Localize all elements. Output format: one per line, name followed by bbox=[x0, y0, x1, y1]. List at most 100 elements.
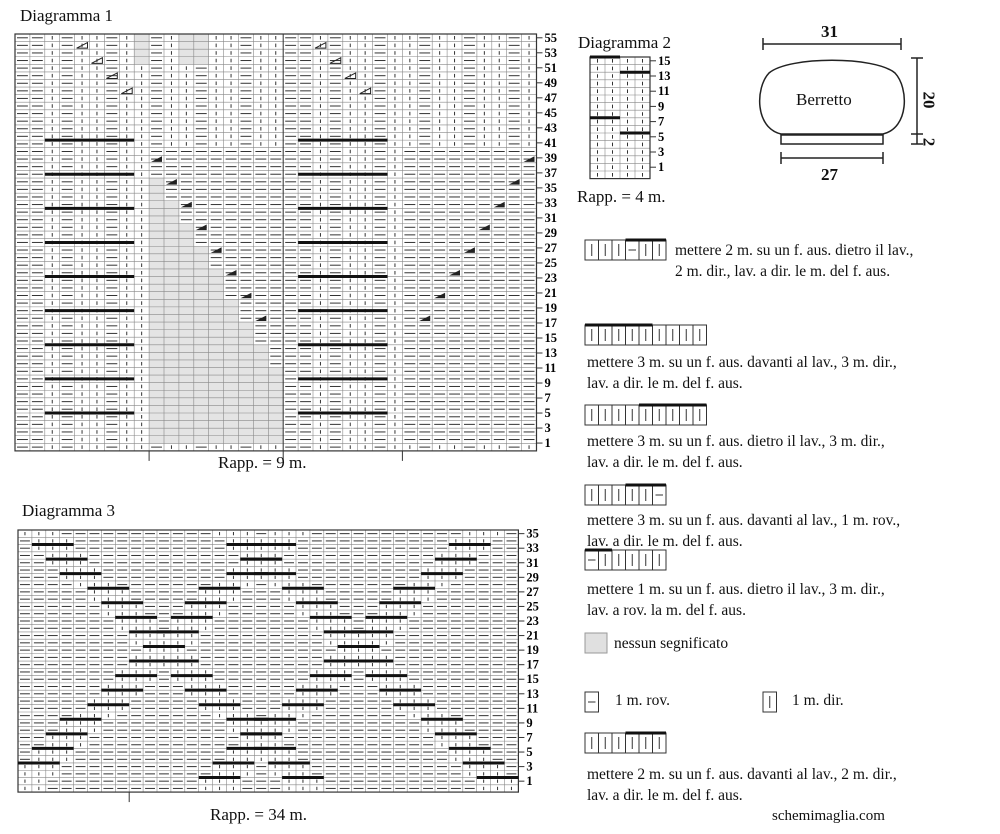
legend-item-1: mettere 2 m. su un f. aus. dietro il lav… bbox=[675, 242, 914, 280]
dim-band: 2 bbox=[919, 137, 939, 147]
empty-cell bbox=[149, 405, 164, 413]
empty-cell bbox=[149, 367, 164, 376]
empty-cell bbox=[149, 246, 164, 254]
empty-cell bbox=[178, 291, 194, 300]
empty-cell bbox=[149, 193, 164, 201]
empty-cell bbox=[164, 367, 179, 376]
decrease-stitch bbox=[359, 87, 372, 95]
row-number: 13 bbox=[545, 346, 558, 360]
beret-shape bbox=[758, 59, 906, 135]
empty-cell bbox=[193, 246, 209, 254]
empty-cell bbox=[149, 215, 164, 224]
empty-cell bbox=[149, 375, 164, 383]
empty-cell bbox=[238, 352, 254, 360]
empty-cell bbox=[193, 397, 209, 406]
row-number: 15 bbox=[545, 331, 558, 345]
empty-cell bbox=[149, 352, 164, 360]
decrease-stitch bbox=[180, 201, 192, 208]
empty-cell bbox=[223, 359, 239, 368]
row-number: 9 bbox=[545, 376, 551, 390]
empty-cell bbox=[164, 253, 179, 262]
empty-cell bbox=[178, 337, 194, 345]
dim-top: 31 bbox=[821, 22, 838, 41]
empty-cell bbox=[149, 322, 164, 330]
row-number: 19 bbox=[545, 301, 558, 315]
empty-cell bbox=[164, 306, 179, 315]
empty-cell bbox=[178, 420, 194, 429]
row-number: 17 bbox=[526, 658, 539, 672]
decrease-stitch bbox=[210, 247, 222, 253]
empty-cell bbox=[208, 314, 224, 323]
empty-cell bbox=[208, 344, 224, 353]
empty-cell bbox=[193, 367, 209, 376]
empty-cell bbox=[149, 291, 164, 300]
row-number: 51 bbox=[545, 61, 558, 75]
empty-cell bbox=[223, 405, 239, 413]
empty-cell bbox=[193, 34, 209, 42]
beret-band bbox=[780, 134, 884, 145]
row-number: 21 bbox=[545, 286, 558, 300]
beret-schematic bbox=[758, 38, 923, 164]
empty-cell bbox=[223, 299, 239, 307]
row-number: 49 bbox=[545, 76, 558, 90]
empty-cell bbox=[164, 397, 179, 406]
empty-cell bbox=[238, 329, 254, 338]
empty-cell bbox=[149, 306, 164, 315]
diagram1-rapp: Rapp. = 9 m. bbox=[218, 453, 307, 472]
row-number: 35 bbox=[545, 181, 558, 195]
legend-item-knit: 1 m. dir. bbox=[792, 692, 844, 709]
empty-cell bbox=[208, 329, 224, 338]
decrease-stitch bbox=[195, 224, 207, 231]
row-number: 5 bbox=[658, 130, 664, 144]
empty-cell bbox=[238, 337, 254, 345]
row-number: 7 bbox=[658, 115, 664, 129]
empty-cell bbox=[193, 306, 209, 315]
empty-cell bbox=[164, 284, 179, 292]
empty-cell bbox=[149, 299, 164, 307]
empty-cell bbox=[253, 382, 269, 391]
legend-item-6: nessun segnificato bbox=[614, 635, 729, 652]
empty-cell bbox=[149, 284, 164, 292]
decrease-stitch bbox=[493, 201, 505, 208]
empty-cell bbox=[268, 397, 284, 406]
empty-cell bbox=[208, 276, 224, 285]
empty-cell bbox=[253, 405, 269, 413]
row-number: 3 bbox=[658, 145, 664, 159]
empty-cell bbox=[223, 306, 239, 315]
empty-cell bbox=[164, 329, 179, 338]
row-number: 35 bbox=[526, 527, 539, 541]
legend-symbol bbox=[584, 483, 667, 506]
row-number: 33 bbox=[545, 196, 558, 210]
empty-cell bbox=[178, 299, 194, 307]
empty-cell bbox=[223, 314, 239, 323]
row-number: 5 bbox=[545, 406, 551, 420]
empty-cell bbox=[268, 375, 284, 383]
empty-cell bbox=[149, 261, 164, 269]
empty-cell bbox=[149, 208, 164, 216]
empty-cell bbox=[134, 41, 150, 50]
dim-bottom: 27 bbox=[821, 165, 838, 184]
empty-cell bbox=[178, 329, 194, 338]
empty-cell bbox=[208, 299, 224, 307]
row-number: 27 bbox=[526, 585, 539, 599]
empty-cell bbox=[164, 375, 179, 383]
empty-cell bbox=[149, 329, 164, 338]
empty-cell bbox=[178, 352, 194, 360]
empty-cell bbox=[149, 268, 164, 277]
empty-cell bbox=[164, 344, 179, 353]
empty-cell bbox=[238, 435, 254, 444]
empty-cell bbox=[208, 397, 224, 406]
empty-cell bbox=[193, 284, 209, 292]
row-number: 45 bbox=[545, 106, 558, 120]
empty-cell bbox=[193, 261, 209, 269]
empty-cell bbox=[223, 367, 239, 376]
empty-cell bbox=[178, 284, 194, 292]
empty-cell bbox=[193, 314, 209, 323]
row-number: 43 bbox=[545, 121, 558, 135]
empty-cell bbox=[149, 314, 164, 323]
empty-cell bbox=[253, 397, 269, 406]
empty-cell bbox=[208, 352, 224, 360]
empty-cell bbox=[238, 382, 254, 391]
empty-cell bbox=[164, 428, 179, 436]
empty-cell bbox=[208, 284, 224, 292]
